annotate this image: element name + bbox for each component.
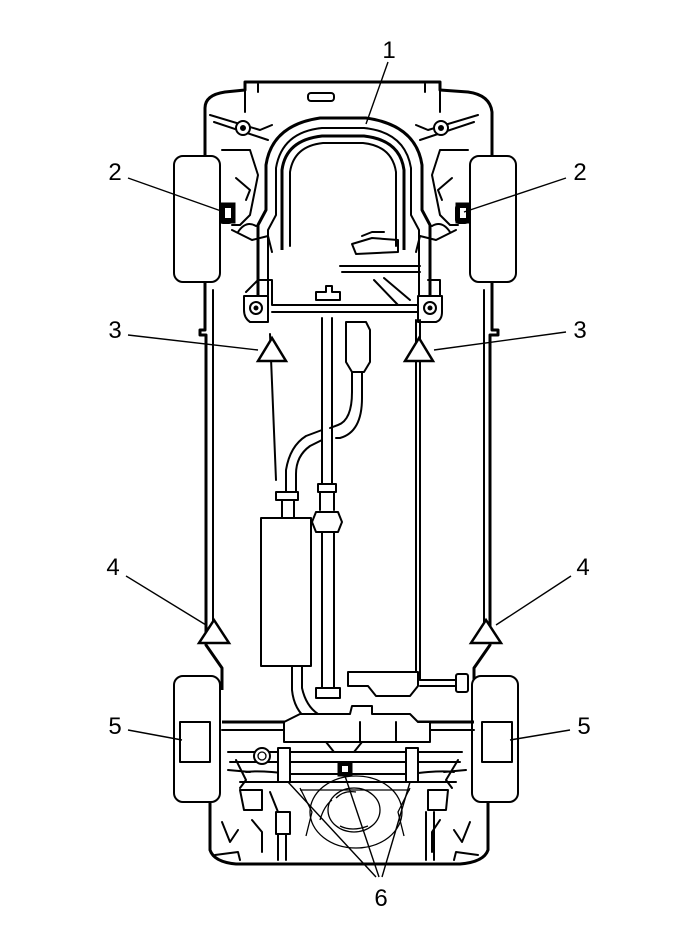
leader-lines: [125, 61, 572, 878]
callout-3-right: 3: [573, 317, 586, 344]
callout-5-left: 5: [108, 713, 121, 740]
front-lift-pad-right: [455, 202, 471, 224]
rear-suspension: [221, 671, 475, 861]
rear-lift-pad-left: [179, 721, 211, 763]
callout-6: 6: [374, 885, 387, 912]
drive-shaft-and-exhaust: [260, 285, 421, 721]
vehicle-body-outline: [198, 80, 500, 866]
front-lift-pad-left: [220, 202, 236, 224]
front-subframe-cradle: [243, 116, 443, 323]
callout-2-left: 2: [108, 159, 121, 186]
callout-1: 1: [382, 37, 395, 64]
rear-lift-pad-right: [481, 721, 513, 763]
callout-4-right: 4: [576, 554, 589, 581]
rear-jack-point-left: [196, 617, 232, 645]
callout-2-right: 2: [573, 159, 586, 186]
front-jack-point-left: [255, 335, 289, 363]
front-right-wheel: [469, 155, 517, 283]
rear-jack-point-right: [468, 617, 504, 645]
callout-5-right: 5: [577, 713, 590, 740]
front-left-wheel: [173, 155, 221, 283]
callout-labels: 1 2 2 3 3 4 4 5 5 6: [106, 37, 590, 912]
callout-3-left: 3: [108, 317, 121, 344]
callout-4-left: 4: [106, 554, 119, 581]
front-jack-point-right: [402, 335, 436, 363]
